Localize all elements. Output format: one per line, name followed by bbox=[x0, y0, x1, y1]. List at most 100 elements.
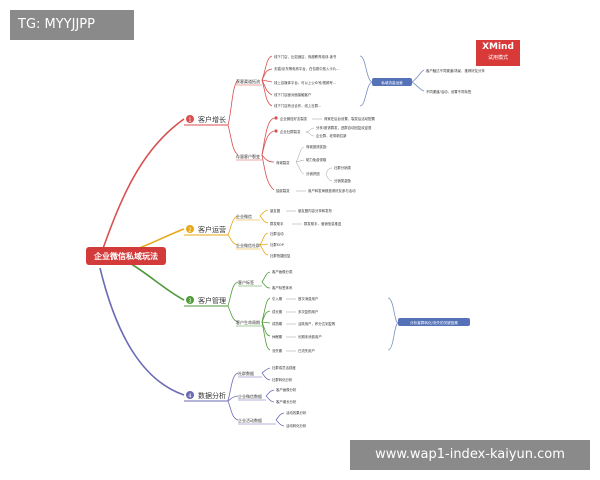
branch-label: 数据分析 bbox=[198, 391, 226, 400]
svg-text:客户标签: 客户标签 bbox=[238, 279, 254, 285]
svg-text:分享/邀请群发，进群自动回复欢迎语: 分享/邀请群发，进群自动回复欢迎语 bbox=[316, 125, 372, 130]
growth-channel-items: 线下门店，比如酒店，商超教育培训-读书 天猫/京东等电商平台，在包裹中放入卡片.… bbox=[274, 54, 339, 108]
svg-text:抽奖裂变: 抽奖裂变 bbox=[276, 188, 290, 193]
svg-text:天猫/京东等电商平台，在包裹中放入卡片...: 天猫/京东等电商平台，在包裹中放入卡片... bbox=[274, 66, 339, 71]
branch-label: 客户增长 bbox=[198, 115, 226, 124]
branch-mgmt[interactable]: 3 客户管理 bbox=[184, 296, 228, 307]
svg-text:商城邀请奖励: 商城邀请奖励 bbox=[306, 144, 327, 149]
guide-tips: 客户触达不同渠道/场景，推荐好友分享 不同渠道/活动，设置不同标签 bbox=[426, 68, 485, 94]
svg-text:不同渠道/活动，设置不同标签: 不同渠道/活动，设置不同标签 bbox=[426, 89, 472, 94]
svg-text:线上自媒体平台，可以上公众号/视频号...: 线上自媒体平台，可以上公众号/视频号... bbox=[274, 80, 336, 85]
svg-text:线下门店，比如酒店，商超教育培训-读书: 线下门店，比如酒店，商超教育培训-读书 bbox=[274, 54, 337, 59]
ops-community[interactable]: 企业微信社群 社群活动 社群SOP 社群快捷回复 bbox=[236, 231, 291, 258]
svg-text:商城裂变: 商城裂变 bbox=[276, 160, 290, 165]
svg-text:社群活动: 社群活动 bbox=[270, 231, 284, 236]
svg-text:线下门店面对面接触客户: 线下门店面对面接触客户 bbox=[274, 92, 311, 97]
branch-ops[interactable]: 2 客户运营 bbox=[184, 225, 228, 236]
branch-data[interactable]: 4 数据分析 bbox=[184, 391, 228, 402]
svg-text:客户画像分类: 客户画像分类 bbox=[272, 269, 293, 274]
mgmt-connectors bbox=[227, 271, 271, 351]
branch-number-badge bbox=[186, 391, 194, 399]
bullet-icon bbox=[274, 129, 278, 133]
data-community[interactable]: 社群数据 社群成员活跃度 社群转化分析 bbox=[238, 365, 296, 382]
svg-text:成长期: 成长期 bbox=[272, 309, 283, 314]
data-activity[interactable]: 企业活动数据 活动效果分析 活动转化分析 bbox=[238, 410, 307, 428]
connector-growth bbox=[99, 118, 185, 258]
watermark-bottom-right: www.wap1-index-kaiyun.com bbox=[350, 440, 590, 470]
svg-text:多次复购用户: 多次复购用户 bbox=[298, 309, 318, 314]
branch-number-badge bbox=[186, 115, 194, 123]
svg-text:客户标签体系: 客户标签体系 bbox=[272, 285, 293, 290]
svg-text:企业微信数据: 企业微信数据 bbox=[238, 393, 262, 399]
root-label: 企业微信私域玩法 bbox=[93, 251, 158, 261]
data-connectors bbox=[227, 367, 285, 427]
svg-text:社群成员活跃度: 社群成员活跃度 bbox=[272, 365, 296, 370]
svg-text:活跃用户，积分达到复购: 活跃用户，积分达到复购 bbox=[298, 321, 336, 326]
mgmt-lifecycle[interactable]: 客户生命周期 bbox=[236, 319, 262, 327]
svg-text:群发助手: 群发助手 bbox=[270, 221, 284, 226]
mgmt-tags[interactable]: 客户标签 客户画像分类 客户标签体系 bbox=[238, 269, 293, 290]
svg-text:用户转发海报邀请好友参与活动: 用户转发海报邀请好友参与活动 bbox=[308, 188, 356, 193]
data-wecom[interactable]: 企业微信数据 客户画像分析 客户增长分析 bbox=[238, 387, 297, 404]
svg-text:企业微信好友裂变: 企业微信好友裂变 bbox=[280, 116, 308, 121]
svg-text:首次消费用户: 首次消费用户 bbox=[298, 296, 318, 301]
svg-text:已流失用户: 已流失用户 bbox=[298, 348, 315, 353]
svg-text:休眠期: 休眠期 bbox=[272, 334, 283, 339]
xmind-mode: 试用模式 bbox=[487, 55, 508, 61]
bullet-icon bbox=[274, 116, 278, 120]
svg-text:活动转化分析: 活动转化分析 bbox=[286, 423, 307, 428]
svg-text:长期未消费用户: 长期未消费用户 bbox=[298, 334, 322, 339]
svg-text:企业微信: 企业微信 bbox=[236, 213, 252, 219]
svg-text:分销类激励: 分销类激励 bbox=[334, 178, 352, 183]
svg-text:社群数据: 社群数据 bbox=[238, 370, 254, 376]
svg-text:朋友圈内容分享和发布: 朋友圈内容分享和发布 bbox=[298, 208, 333, 213]
svg-text:朋友圈: 朋友圈 bbox=[270, 208, 281, 213]
svg-text:线下门店商业合作，线上社群...: 线下门店商业合作，线上社群... bbox=[274, 103, 321, 108]
xmind-brand: XMind bbox=[482, 42, 514, 52]
ops-wecom[interactable]: 企业微信 朋友圈 群发助手 朋友圈内容分享和发布 群发助手，营销信息推送 bbox=[236, 208, 342, 226]
svg-text:社群快捷回复: 社群快捷回复 bbox=[270, 253, 291, 258]
lifecycle-tag[interactable]: 分析客群转化/流失的关键因素 bbox=[398, 318, 470, 326]
connector-data bbox=[99, 267, 185, 396]
svg-text:4: 4 bbox=[188, 394, 191, 400]
svg-text:成熟期: 成熟期 bbox=[272, 321, 283, 326]
svg-text:企业社群裂变: 企业社群裂变 bbox=[280, 129, 301, 134]
svg-text:活动效果分析: 活动效果分析 bbox=[286, 410, 307, 415]
svg-text:企业群，老带新拉新: 企业群，老带新拉新 bbox=[316, 133, 347, 138]
svg-text:2: 2 bbox=[188, 228, 191, 234]
connector-mgmt bbox=[127, 261, 185, 301]
svg-text:客户增长分析: 客户增长分析 bbox=[276, 399, 297, 404]
svg-text:商家在后台设置，裂变后活动配置: 商家在后台设置，裂变后活动配置 bbox=[324, 116, 375, 121]
svg-text:1: 1 bbox=[188, 118, 191, 124]
branch-growth[interactable]: 1 客户增长 bbox=[184, 115, 228, 126]
svg-text:客户画像分析: 客户画像分析 bbox=[276, 387, 297, 392]
branch-label: 客户运营 bbox=[198, 225, 226, 234]
svg-text:群发助手，营销信息推送: 群发助手，营销信息推送 bbox=[304, 221, 342, 226]
growth-connectors bbox=[227, 55, 275, 191]
svg-text:3: 3 bbox=[188, 299, 191, 305]
growth-existing[interactable]: 存量客户裂变 bbox=[236, 153, 262, 161]
svg-text:客户触达不同渠道/场景，推荐好友分享: 客户触达不同渠道/场景，推荐好友分享 bbox=[426, 68, 485, 73]
svg-text:客户生命周期: 客户生命周期 bbox=[236, 319, 260, 325]
growth-existing-items: 企业微信好友裂变 商家在后台设置，裂变后活动配置 企业社群裂变 分享/邀请群发，… bbox=[274, 116, 375, 193]
root-node[interactable]: 企业微信私域玩法 bbox=[86, 247, 166, 265]
branch-number-badge bbox=[186, 296, 194, 304]
growth-channels[interactable]: 获客渠道拓流 bbox=[236, 78, 262, 86]
mgmt-lifecycle-items: 引入期 成长期 成熟期 休眠期 流失期 首次消费用户 多次复购用户 活跃用户，积… bbox=[272, 296, 336, 353]
svg-text:存量客户裂变: 存量客户裂变 bbox=[236, 153, 260, 159]
svg-text:分析客群转化/流失的关键因素: 分析客群转化/流失的关键因素 bbox=[410, 320, 458, 325]
watermark-top-left: TG: MYYJJPP bbox=[10, 10, 134, 40]
svg-text:企业微信社群: 企业微信社群 bbox=[236, 242, 260, 248]
svg-text:助力免费领取: 助力免费领取 bbox=[306, 157, 327, 162]
svg-text:企业活动数据: 企业活动数据 bbox=[238, 417, 262, 423]
svg-text:流失期: 流失期 bbox=[272, 348, 283, 353]
ops-connectors bbox=[227, 209, 269, 256]
branch-label: 客户管理 bbox=[198, 296, 226, 305]
svg-text:社群SOP: 社群SOP bbox=[270, 242, 284, 247]
svg-text:获客渠道拓流: 获客渠道拓流 bbox=[236, 78, 260, 84]
svg-text:社群分销类: 社群分销类 bbox=[334, 165, 352, 170]
guide-tag[interactable]: 私域流量运营 bbox=[372, 78, 412, 86]
branch-number-badge bbox=[186, 225, 194, 233]
